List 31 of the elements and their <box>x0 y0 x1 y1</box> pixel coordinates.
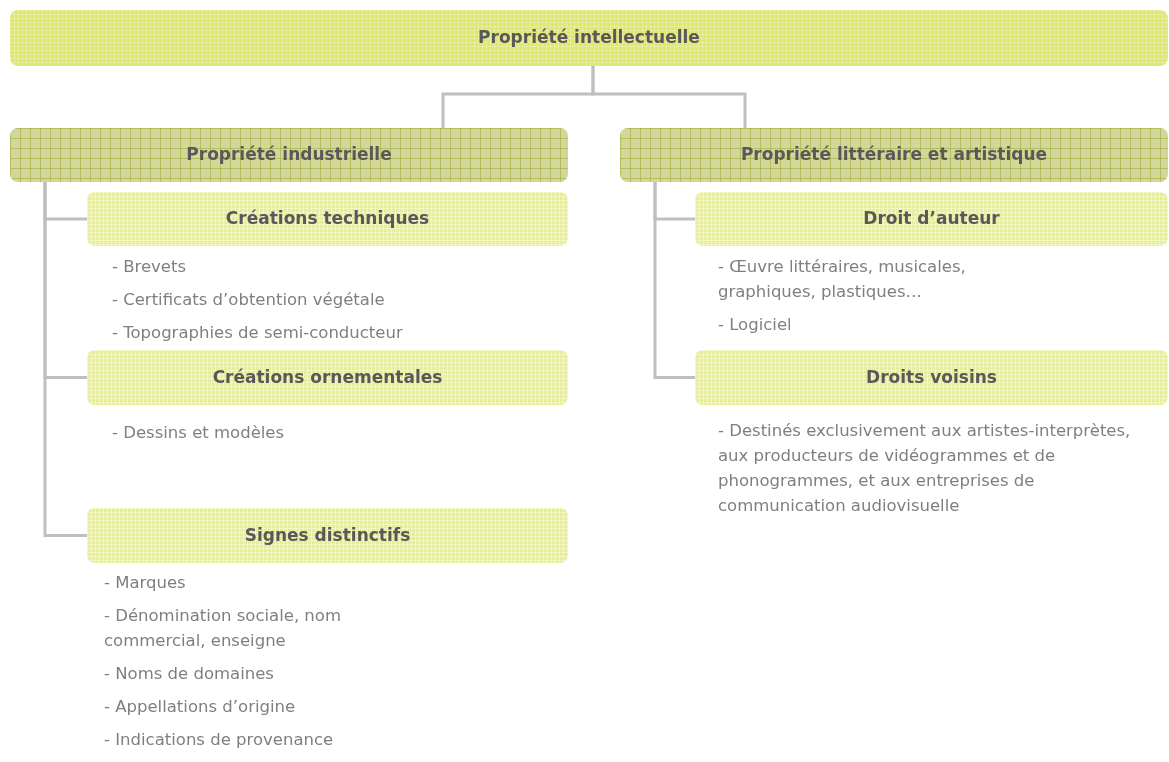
list-item: - Noms de domaines <box>104 663 275 685</box>
category-box <box>87 508 568 563</box>
connector-line <box>43 182 87 537</box>
box-heading: Droit d’auteur <box>863 207 1000 231</box>
category-box <box>695 350 1168 405</box>
category-box <box>10 128 568 182</box>
list-item: - Marques <box>104 572 187 594</box>
list-item: - Brevets <box>112 256 188 278</box>
connector-line <box>653 182 695 379</box>
box-heading: Créations techniques <box>225 207 430 231</box>
box-heading: Signes distinctifs <box>244 523 411 547</box>
list-item: - Indications de provenance <box>104 729 335 751</box>
box-heading: Propriété littéraire et artistique <box>740 143 1048 167</box>
category-box <box>620 128 1168 182</box>
list-item: - Appellations d’origine <box>104 696 297 718</box>
list-item: - Logiciel <box>718 314 793 336</box>
list-item: - Œuvre littéraires, musicales, graphiques, plastiques… <box>718 256 967 303</box>
category-box <box>87 350 568 405</box>
box-heading: Propriété industrielle <box>186 143 392 167</box>
category-box <box>695 192 1168 246</box>
box-heading: Créations ornementales <box>212 365 443 389</box>
list-item: - Topographies de semi-conducteur <box>112 322 404 344</box>
box-heading: Propriété intellectuelle <box>478 26 700 50</box>
list-item: - Certificats d’obtention végétale <box>112 289 386 311</box>
box-heading: Droits voisins <box>866 365 997 389</box>
category-box <box>87 192 568 246</box>
connector-line <box>591 66 747 128</box>
category-box <box>10 10 1168 66</box>
list-item: - Dessins et modèles <box>112 422 286 444</box>
list-item: - Destinés exclusivement aux artistes-interprètes, aux producteurs de vidéogrammes et de phonogrammes, et aux entreprises de communication audiovisuelle <box>718 420 1132 517</box>
list-item: - Dénomination sociale, nom commercial, enseigne <box>104 605 342 652</box>
